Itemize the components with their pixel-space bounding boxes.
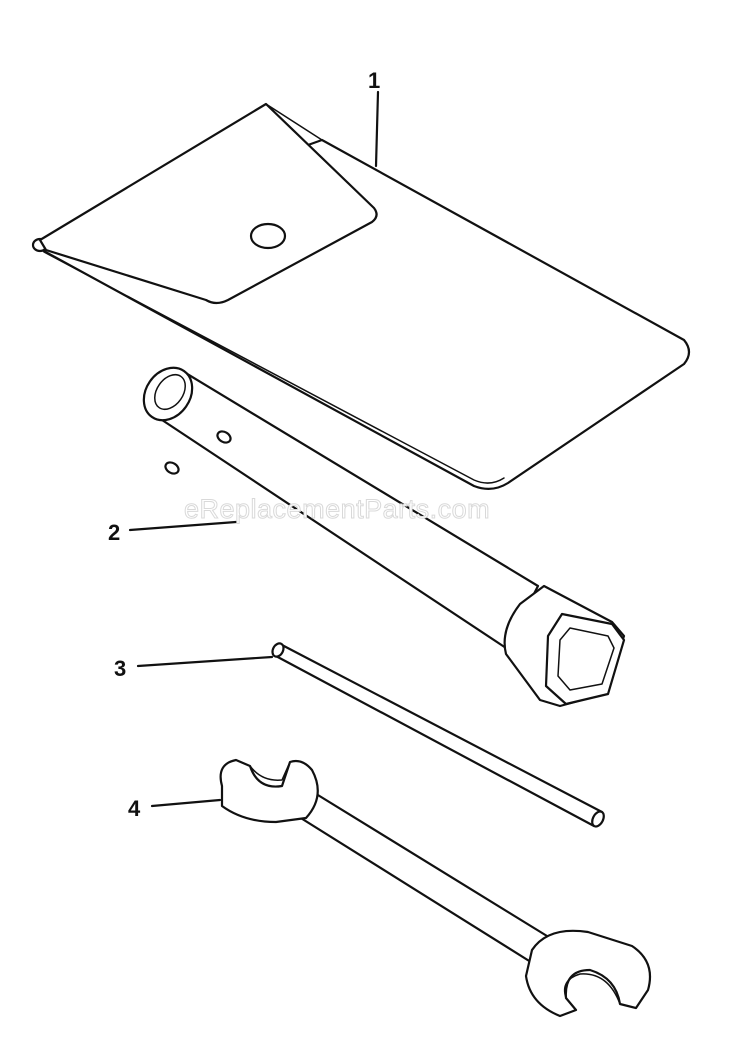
leader-line-3 (136, 655, 274, 668)
open-end-wrench-drawing (219, 758, 652, 1018)
part-number-3: 3 (114, 656, 126, 681)
leader-line-1 (374, 90, 380, 168)
watermark-text: eReplacementParts.com (184, 494, 490, 524)
part-number-4: 4 (128, 796, 141, 821)
leader-line-4 (150, 798, 222, 808)
leader-line-2 (128, 520, 238, 532)
tool-pouch-drawing (31, 102, 691, 490)
spark-plug-socket-drawing (142, 366, 626, 708)
part-number-1: 1 (368, 68, 380, 93)
part-number-2: 2 (108, 520, 120, 545)
snap-button (249, 222, 287, 250)
tommy-bar-drawing (271, 642, 605, 828)
